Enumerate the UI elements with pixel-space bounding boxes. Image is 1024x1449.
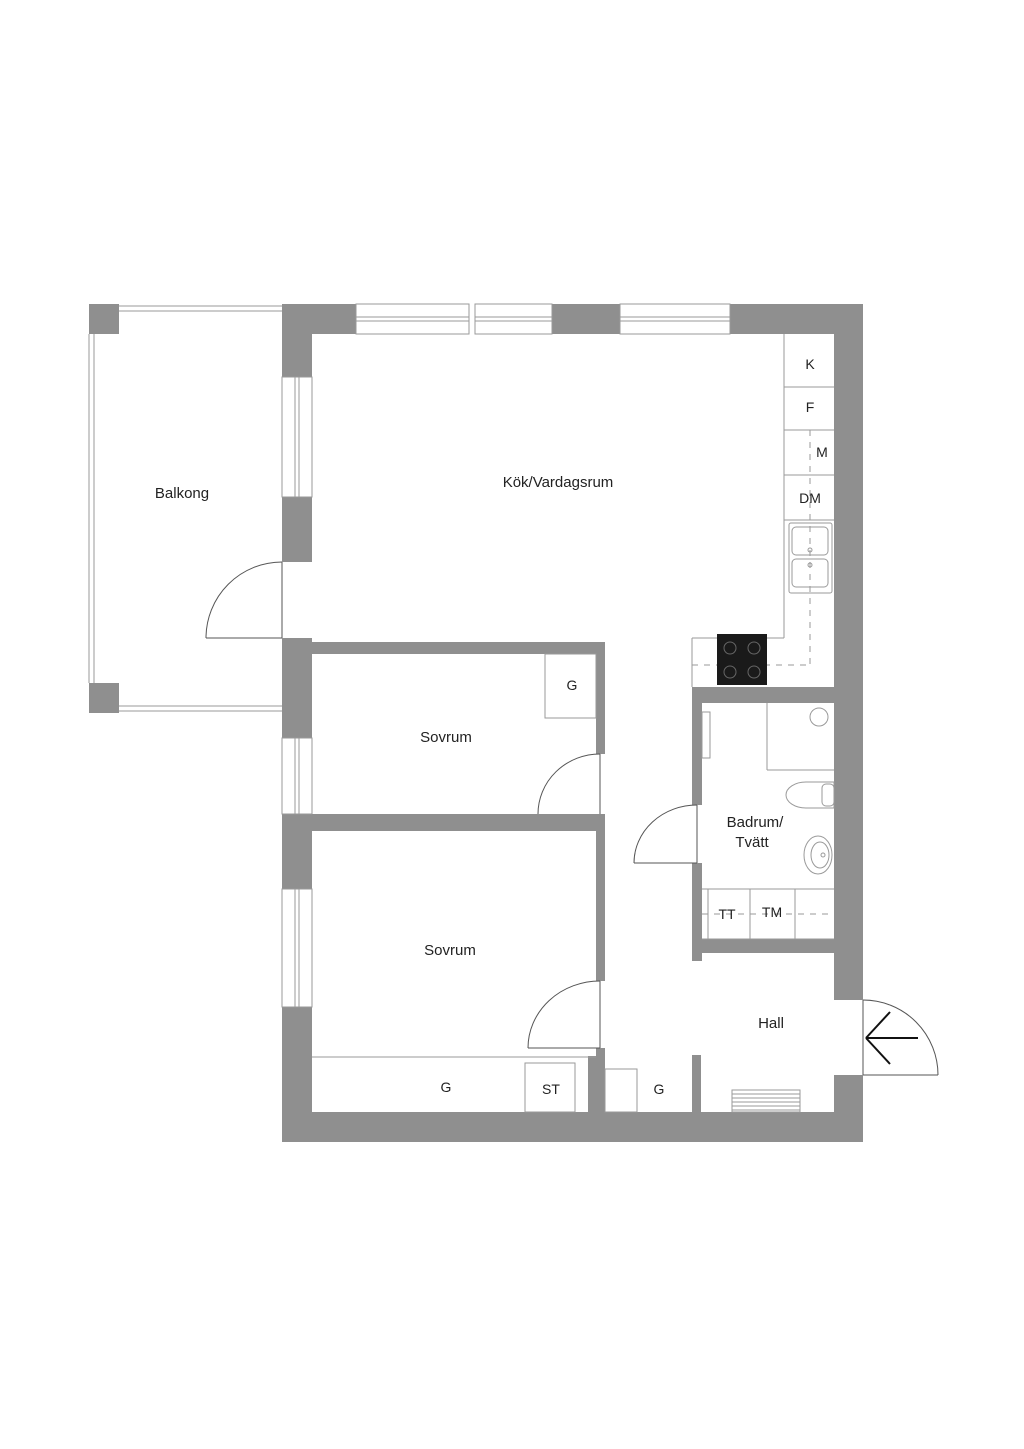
bathroom-door — [633, 804, 698, 864]
towel-rail — [701, 711, 711, 759]
wardrobe-bedroom-1 — [544, 653, 597, 719]
label-k: K — [805, 356, 815, 372]
label-hall: Hall — [758, 1015, 784, 1032]
label-kok-vardagsrum: Kök/Vardagsrum — [503, 474, 614, 491]
label-balkong: Balkong — [155, 485, 209, 502]
bathroom-fixtures — [701, 703, 835, 940]
label-sovrum-1: Sovrum — [420, 729, 472, 746]
balcony-post — [89, 683, 119, 713]
interior-walls — [312, 642, 834, 1112]
balcony — [88, 304, 282, 713]
label-g-hall: G — [654, 1081, 665, 1097]
label-tt: TT — [718, 906, 736, 922]
windows — [281, 303, 731, 1008]
outer-walls — [282, 304, 863, 1142]
shower — [766, 703, 834, 771]
cleaning-cupboard — [524, 1062, 576, 1113]
entrance-arrow-icon — [865, 1011, 918, 1065]
bedroom-2-door — [527, 980, 601, 1049]
storage — [312, 653, 638, 1113]
laundry-machines — [702, 888, 834, 940]
label-badrum: Badrum/ — [727, 814, 785, 831]
label-sovrum-2: Sovrum — [424, 942, 476, 959]
toilet — [785, 781, 835, 809]
hall-wardrobe — [604, 1068, 638, 1113]
room-labels: Balkong Kök/Vardagsrum Sovrum Sovrum Bad… — [155, 474, 784, 1032]
kitchen-counter — [691, 334, 834, 687]
label-dm: DM — [799, 490, 821, 506]
balcony-post — [89, 304, 119, 334]
bedroom-1-door — [537, 753, 601, 815]
stove — [717, 634, 767, 685]
label-m: M — [816, 444, 828, 460]
balcony-door — [205, 561, 283, 639]
label-st: ST — [542, 1081, 560, 1097]
entrance-door — [862, 999, 939, 1076]
washbasin — [803, 835, 833, 875]
label-tm: TM — [762, 904, 782, 920]
label-tvatt: Tvätt — [735, 834, 769, 851]
floor-grate — [731, 1089, 801, 1113]
doors — [205, 561, 939, 1076]
fixture-labels: K F M DM G G ST G TT TM — [441, 356, 828, 1097]
label-g-sovrum-1: G — [567, 677, 578, 693]
label-g-sovrum-2: G — [441, 1079, 452, 1095]
label-f: F — [806, 399, 815, 415]
kitchen-sink — [788, 522, 833, 594]
